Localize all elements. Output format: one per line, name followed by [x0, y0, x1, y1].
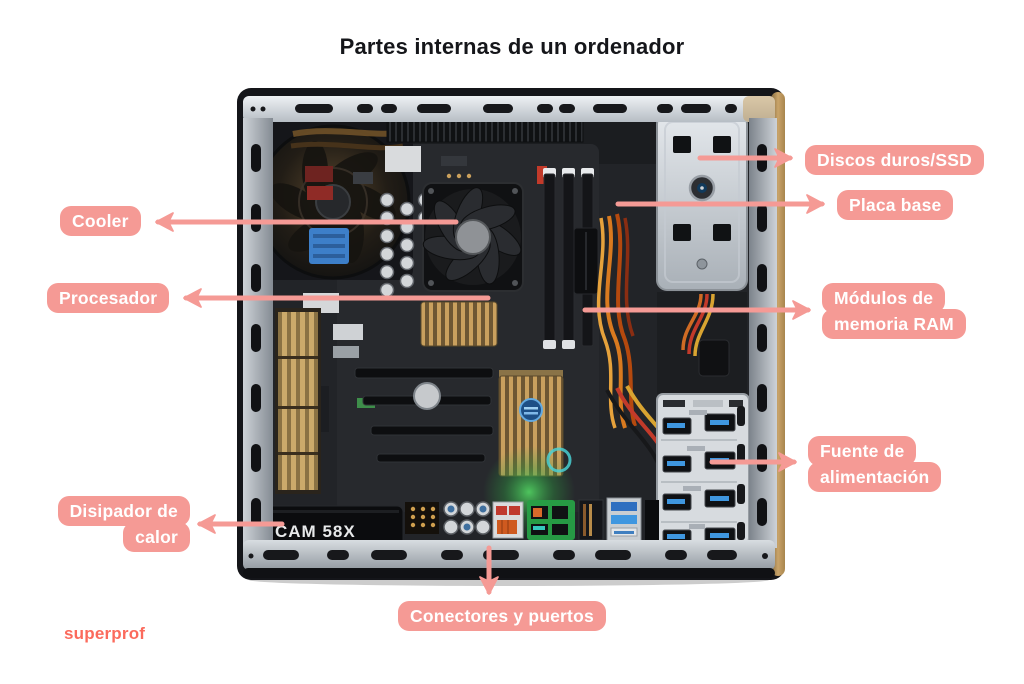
superprof-logo: superprof [64, 624, 146, 643]
computer-case-svg: CAM 58X [237, 88, 785, 586]
ports-row [405, 497, 659, 543]
ram-slots [543, 168, 594, 349]
label-text: Placa base [837, 190, 954, 220]
drive-cage [656, 113, 748, 291]
label-fuente-alimentacion: Fuente de alimentación [808, 436, 942, 492]
label-text: Fuente de [808, 436, 917, 466]
label-text: calor [123, 522, 190, 552]
label-conectores-puertos: Conectores y puertos [398, 601, 606, 631]
case-fan [255, 122, 413, 280]
label-text: Cooler [60, 206, 141, 236]
computer-case-photo: CAM 58X [237, 88, 787, 593]
expansion-fins [275, 308, 321, 494]
page-title: Partes internas de un ordenador [339, 34, 685, 59]
label-text: memoria RAM [822, 309, 966, 339]
label-cooler: Cooler [60, 206, 141, 236]
cage-cables [657, 292, 747, 394]
label-text: Conectores y puertos [398, 601, 606, 631]
power-cables [573, 213, 685, 485]
label-discos-duros-ssd: Discos duros/SSD [805, 145, 984, 175]
label-text: Módulos de [822, 283, 946, 313]
label-placa-base: Placa base [837, 190, 954, 220]
cpu-cooler [422, 182, 524, 292]
cam-label: CAM 58X [275, 522, 356, 541]
case-frame [243, 96, 777, 578]
label-procesador: Procesador [47, 283, 170, 313]
label-text: Discos duros/SSD [805, 145, 984, 175]
label-text: alimentación [808, 462, 942, 492]
label-disipador-calor: Disipador de calor [48, 496, 190, 552]
label-text: Procesador [47, 283, 170, 313]
case-interior: CAM 58X [255, 113, 750, 563]
label-text: Disipador de [57, 496, 190, 526]
power-supply-bay [656, 393, 750, 545]
label-modulos-memoria-ram: Módulos de memoria RAM [822, 283, 966, 339]
